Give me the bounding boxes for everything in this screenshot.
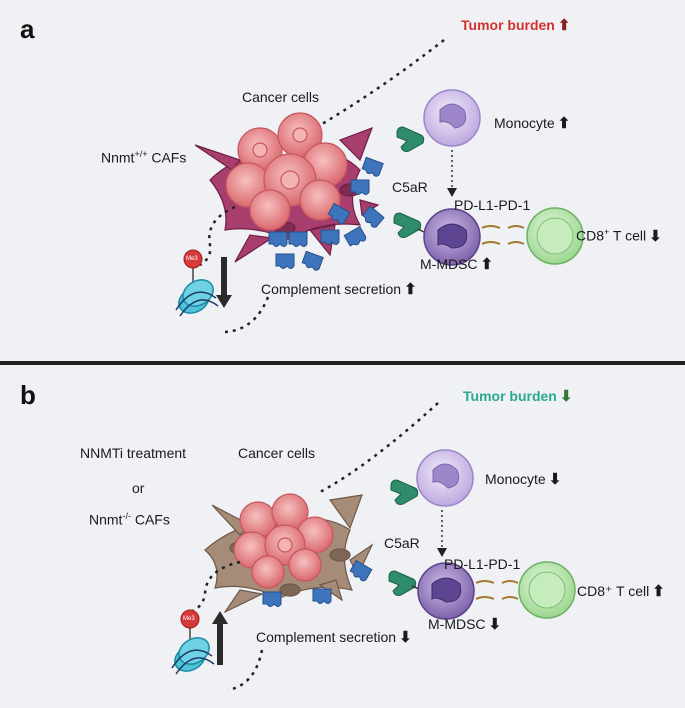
tcell-sup-a: + xyxy=(604,227,610,237)
panel-letter-b: b xyxy=(20,380,36,410)
mdsc-up-arrow-icon: ⬆ xyxy=(480,256,494,273)
tcell-up-arrow-icon: ⬆ xyxy=(652,583,665,600)
mdsc-label-a: M-MDSC⬆ xyxy=(420,257,493,272)
tcell-down-arrow-icon: ⬇ xyxy=(649,227,662,245)
nnmti-treatment-label: NNMTi treatment xyxy=(80,445,187,461)
tumor-burden-up-arrow-icon: ⬆ xyxy=(557,17,571,34)
monocyte-text-b: Monocyte xyxy=(485,471,546,487)
monocyte-label-b: Monocyte⬇ xyxy=(485,472,561,487)
tumor-burden-down-arrow-icon: ⬇ xyxy=(559,388,573,405)
cafs-label-b: Nnmt-/- CAFs xyxy=(89,512,170,527)
tumor-burden-connector xyxy=(311,39,445,132)
me3-label-a: Me3 xyxy=(186,256,198,262)
c5ar-label-a: C5aR xyxy=(392,179,428,195)
complement-down-arrow-icon: ⬇ xyxy=(399,629,412,646)
complement-connector-a xyxy=(224,296,270,334)
me3-arrow-up-b xyxy=(212,611,228,665)
c5ar-receptor-a1 xyxy=(396,126,425,152)
caf-connector-b xyxy=(189,560,241,614)
complement-connector-b xyxy=(227,649,264,692)
mdsc-text-a: M-MDSC xyxy=(420,256,478,272)
c5ar-receptor-b1 xyxy=(390,479,419,505)
panel-divider xyxy=(0,361,685,365)
panel-letter-a: a xyxy=(20,14,35,44)
pdl1-pd1-link-a xyxy=(481,225,525,245)
mdsc-b xyxy=(417,562,475,620)
monocyte-text-a: Monocyte xyxy=(494,115,555,131)
cancer-cell-cluster-b xyxy=(233,493,334,589)
tcell-text-b: CD8⁺ T cell xyxy=(577,583,650,599)
monocyte-down-arrow-icon: ⬇ xyxy=(548,471,562,488)
monocyte-label-a: Monocyte⬆ xyxy=(494,116,570,131)
panel-a-art xyxy=(173,39,584,334)
monocyte-up-arrow-icon: ⬆ xyxy=(557,115,571,132)
pdl1-label-b: PD-L1-PD-1 xyxy=(444,556,521,572)
tumor-burden-label-a: Tumor burden⬆ xyxy=(461,18,570,33)
cafs-prefix-a: Nnmt xyxy=(101,149,135,166)
cancer-cells-label-b: Cancer cells xyxy=(238,445,316,461)
tumor-burden-label-b: Tumor burden⬇ xyxy=(463,389,572,404)
cafs-suffix-b: CAFs xyxy=(130,511,170,528)
mdsc-a xyxy=(423,208,481,266)
tumor-burden-connector-b xyxy=(319,402,439,494)
tcell-label-b: CD8⁺ T cell⬆ xyxy=(577,584,665,599)
pdl1-label-a: PD-L1-PD-1 xyxy=(454,197,531,213)
complement-up-arrow-icon: ⬆ xyxy=(404,281,417,298)
complement-text-a: Complement secretion xyxy=(261,281,402,297)
mdsc-down-arrow-icon: ⬇ xyxy=(488,616,502,633)
c5ar-receptor-a2 xyxy=(393,212,422,238)
cafs-suffix-a: CAFs xyxy=(147,149,187,166)
caf-connector-a xyxy=(199,205,236,267)
monocyte-b xyxy=(416,449,474,507)
pdl1-pd1-link-b xyxy=(475,580,519,600)
complement-text-b: Complement secretion xyxy=(256,629,397,645)
c5ar-receptor-b2 xyxy=(388,570,417,596)
tumor-burden-text-a: Tumor burden xyxy=(461,17,555,33)
tcell-prefix-a: CD8 xyxy=(576,227,605,244)
cafs-prefix-b: Nnmt xyxy=(89,511,123,528)
cafs-genotype-b: -/- xyxy=(122,511,131,521)
tcell-label-a: CD8+ T cell⬇ xyxy=(576,228,662,244)
cafs-label-a: Nnmt+/+ CAFs xyxy=(101,150,186,165)
tcell-a xyxy=(526,207,584,265)
nucleosome-b xyxy=(169,609,215,678)
complement-label-a: Complement secretion⬆ xyxy=(261,282,417,297)
tcell-suffix-a: T cell xyxy=(609,227,647,244)
c5ar-label-b: C5aR xyxy=(384,535,420,551)
cafs-genotype-a: +/+ xyxy=(134,149,148,159)
mdsc-label-b: M-MDSC⬇ xyxy=(428,617,501,632)
complement-label-b: Complement secretion⬇ xyxy=(256,630,412,645)
panel-b-art xyxy=(169,402,576,692)
cancer-cells-label-a: Cancer cells xyxy=(242,89,320,105)
monocyte-a xyxy=(423,89,481,147)
tcell-b xyxy=(518,561,576,619)
nucleosome-a xyxy=(173,249,219,320)
or-label: or xyxy=(132,480,145,496)
tumor-burden-text-b: Tumor burden xyxy=(463,388,557,404)
me3-label-b: Me3 xyxy=(183,616,195,622)
me3-arrow-down-a xyxy=(216,257,232,308)
cancer-cell-cluster xyxy=(225,112,348,231)
mdsc-text-b: M-MDSC xyxy=(428,616,486,632)
